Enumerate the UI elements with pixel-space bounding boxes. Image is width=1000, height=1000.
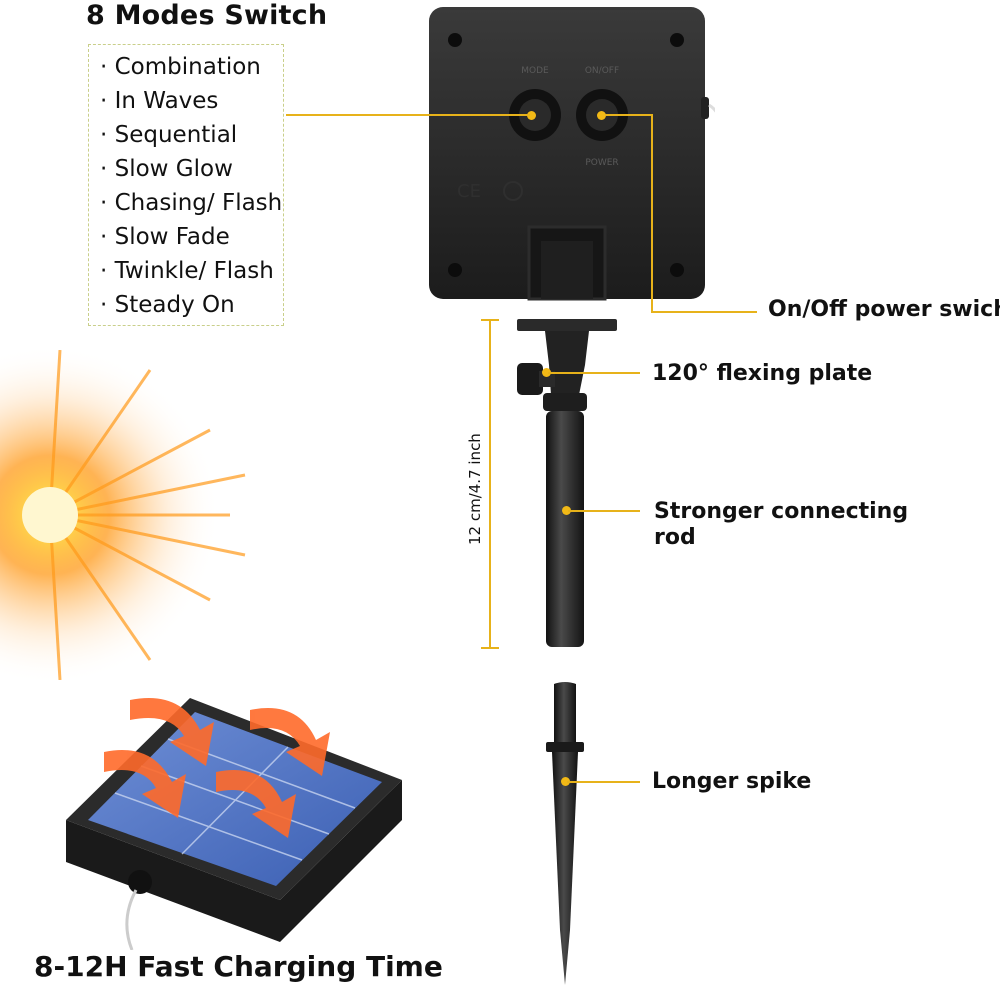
power-switch-label: On/Off power swich [768, 297, 1000, 322]
modes-title: 8 Modes Switch [86, 0, 328, 31]
onoff-button-dot [597, 111, 606, 120]
power-callout-line-h2 [651, 311, 757, 313]
mode-item: Slow Fade [100, 222, 282, 256]
mode-item: Twinkle/ Flash [100, 256, 282, 290]
mode-item: Combination [100, 52, 282, 86]
flex-plate-label: 120° flexing plate [652, 361, 873, 386]
mode-item: Steady On [100, 290, 282, 324]
mode-button-dot [527, 111, 536, 120]
mode-item: In Waves [100, 86, 282, 120]
onoff-button-label: ON/OFF [585, 66, 619, 76]
spike-callout-line [567, 781, 640, 783]
dimension-line [489, 320, 491, 648]
dimension-cap-top [481, 319, 499, 321]
stake-rod [517, 319, 617, 647]
power-label: POWER [585, 158, 618, 168]
modes-frame [88, 44, 284, 326]
mode-item: Sequential [100, 120, 282, 154]
sun-icon [0, 350, 246, 680]
svg-text:CE: CE [457, 181, 481, 202]
spike-dot [561, 777, 570, 786]
rod-dot [562, 506, 571, 515]
mode-button-label: MODE [521, 66, 549, 76]
mode-item: Slow Glow [100, 154, 282, 188]
ground-spike [546, 682, 584, 985]
solar-panel [66, 698, 402, 950]
spike-label: Longer spike [652, 769, 812, 794]
flex-plate-callout-line [548, 372, 640, 374]
controller-box: MODE ON/OFF POWER CE [429, 7, 715, 301]
rod-label-line1: Stronger connecting [654, 499, 909, 524]
power-callout-line-v [651, 114, 653, 312]
dimension-label: 12 cm/4.7 inch [466, 433, 484, 545]
flex-plate-dot [542, 368, 551, 377]
rod-callout-line [568, 510, 640, 512]
modes-callout-line [286, 114, 530, 116]
dimension-cap-bottom [481, 647, 499, 649]
power-callout-line-h1 [605, 114, 653, 116]
modes-list: Combination In Waves Sequential Slow Glo… [100, 52, 283, 324]
charging-time-label: 8-12H Fast Charging Time [34, 950, 443, 983]
rod-label-line2: rod [654, 525, 696, 550]
mode-item: Chasing/ Flash [100, 188, 283, 222]
